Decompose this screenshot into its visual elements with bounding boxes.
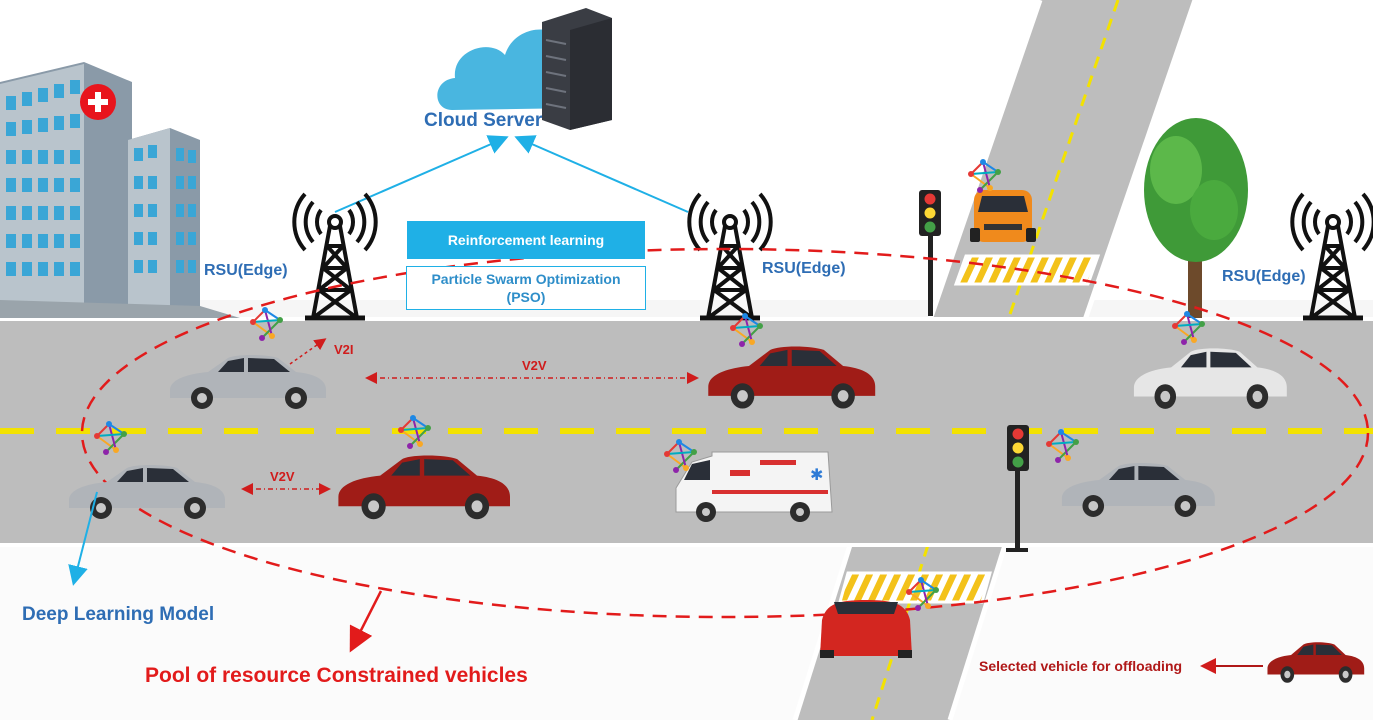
- rsu-tower-icon: [294, 194, 375, 318]
- rsu-label-center: RSU(Edge): [762, 260, 846, 277]
- deep-learning-pointer-arrow: [68, 491, 98, 586]
- svg-text:✱: ✱: [810, 465, 823, 484]
- cloud-server-label: Cloud Server: [424, 110, 543, 131]
- uplink-arrow-left: [334, 135, 509, 213]
- vehicle-orange-icon: [970, 190, 1036, 242]
- v2v-label-bottom: V2V: [270, 469, 295, 484]
- vehicle-pool-boundary: [80, 247, 1370, 619]
- vehicle-red-convertible-icon: [820, 600, 912, 658]
- hospital-cross-icon: [80, 84, 116, 120]
- selected-vehicle-label: Selected vehicle for offloading: [979, 658, 1183, 674]
- traffic-light-icon: [919, 190, 941, 316]
- rsu-label-right: RSU(Edge): [1222, 268, 1306, 285]
- traffic-light-icon: [1006, 425, 1029, 552]
- pso-box: Particle Swarm Optimization (PSO): [406, 266, 646, 310]
- uplink-arrow-right: [514, 135, 689, 213]
- v2i-link-arrow: [289, 338, 327, 365]
- v2v-label-top: V2V: [522, 358, 547, 373]
- reinforcement-learning-box: Reinforcement learning: [407, 221, 645, 259]
- v2i-label: V2I: [334, 342, 354, 357]
- hospital-building: [0, 62, 240, 318]
- tree-icon: [1144, 118, 1248, 318]
- rsu-tower-icon: [1292, 194, 1373, 318]
- server-icon: [542, 8, 612, 130]
- rsu-label-left: RSU(Edge): [204, 262, 288, 279]
- pool-label: Pool of resource Constrained vehicles: [145, 664, 528, 687]
- pool-pointer-arrow: [349, 590, 383, 653]
- ambulance-icon: ✱: [675, 451, 833, 522]
- deep-learning-label: Deep Learning Model: [22, 604, 215, 625]
- rsu-tower-icon: [689, 194, 770, 318]
